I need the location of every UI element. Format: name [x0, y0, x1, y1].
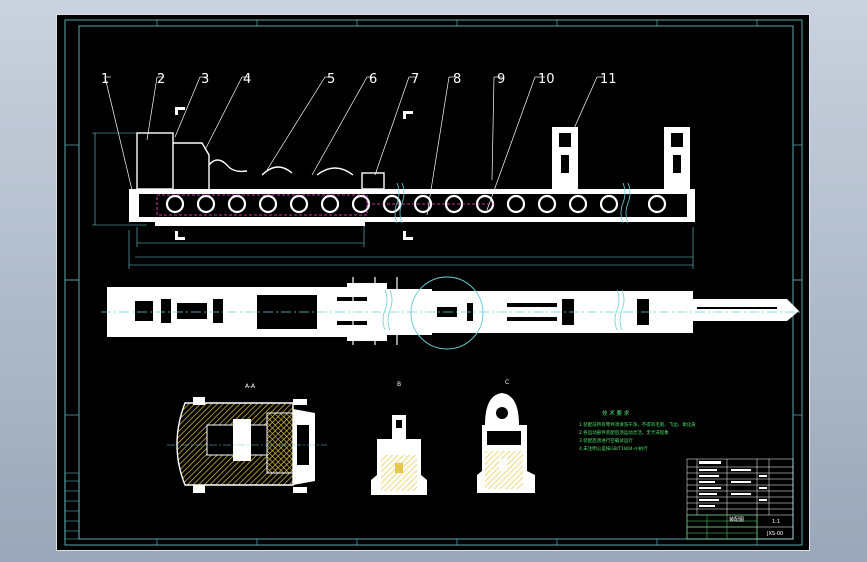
- section-marks: [175, 107, 413, 240]
- tech-req-line: 4.未注明公差按GB/T1804-m执行: [579, 445, 648, 452]
- top-view: [101, 276, 803, 350]
- svg-text:C: C: [505, 379, 509, 386]
- front-view: [92, 76, 695, 269]
- title-block-green: [686, 514, 758, 540]
- balloon-7: 7: [411, 72, 419, 87]
- balloon-4: 4: [243, 72, 251, 87]
- balloon-10: 10: [538, 72, 555, 87]
- break-marks: [394, 182, 631, 224]
- drawing-name: 装配图: [729, 516, 744, 523]
- balloon-9: 9: [497, 72, 505, 87]
- detail-circle: [410, 276, 484, 350]
- svg-text:B: B: [397, 381, 401, 388]
- balloon-1: 1: [101, 72, 109, 87]
- zone-ticks: [65, 20, 802, 545]
- section-view-bracket: B: [371, 381, 427, 495]
- title-block: [686, 458, 794, 540]
- parts-list-text: [699, 461, 767, 507]
- balloon-leaders: [104, 76, 605, 216]
- support-posts: [552, 127, 690, 189]
- balloon-numbers: 1 2 3 4 5 6 7 8 9 10 11: [101, 72, 617, 87]
- drawing-scale: 1:1: [772, 519, 780, 525]
- beam-rollers: [165, 194, 667, 214]
- balloon-5: 5: [327, 72, 335, 87]
- tech-req-line: 2.各运动部件装配后须运动灵活，无卡滞现象: [579, 429, 669, 436]
- section-view-clevis: C: [477, 379, 535, 493]
- cad-viewport[interactable]: 1 2 3 4 5 6 7 8 9 10 11: [56, 14, 810, 551]
- tech-req-line: 1.装配前所有零件须清洗干净，不得有毛刺、飞边、氧化皮: [579, 421, 696, 428]
- cad-drawing: 1 2 3 4 5 6 7 8 9 10 11: [64, 19, 803, 546]
- main-beam: [129, 189, 695, 226]
- balloon-6: 6: [369, 72, 377, 87]
- balloon-3: 3: [201, 72, 209, 87]
- drawing-frame: [64, 19, 803, 546]
- tech-requirements: 技 术 要 求 1.装配前所有零件须清洗干净，不得有毛刺、飞边、氧化皮 2.各运…: [579, 409, 696, 452]
- revision-block: [64, 472, 80, 540]
- front-dimensions: [92, 132, 694, 269]
- tech-req-line: 3.装配后须进行空载试运行: [579, 437, 633, 444]
- balloon-2: 2: [157, 72, 165, 87]
- svg-text:A-A: A-A: [245, 383, 256, 390]
- section-view-cylinder: A-A: [167, 383, 327, 493]
- drawing-number: JXS-00: [766, 531, 783, 537]
- balloon-8: 8: [453, 72, 461, 87]
- hidden-lines: [156, 194, 497, 216]
- head-unit: [136, 132, 385, 190]
- tech-req-heading: 技 术 要 求: [602, 409, 630, 417]
- balloon-11: 11: [600, 72, 617, 87]
